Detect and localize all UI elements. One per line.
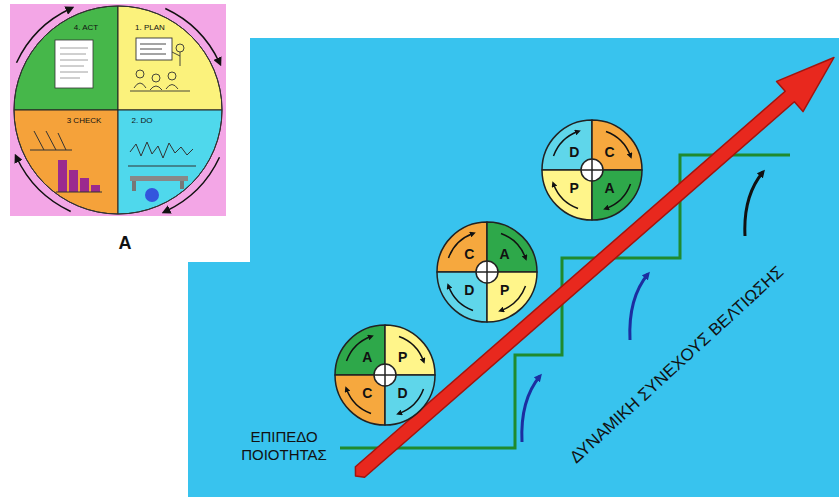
quadrant-label: 2. DO (132, 117, 153, 125)
wheel-letter: C (464, 247, 474, 261)
improvement-arrow (355, 58, 834, 478)
wheel-letter: P (398, 350, 407, 364)
quadrant-label: 1. PLAN (135, 24, 165, 32)
white-frame (0, 0, 250, 262)
wheel-letter: C (605, 145, 615, 159)
pdca-outline (14, 6, 222, 214)
act-document (55, 40, 93, 88)
axis-label: ΕΠΙΠΕΔΟ ΠΟΙΟΤΗΤΑΣ (241, 428, 327, 463)
pdca-quadrant: 2. DO (118, 110, 222, 214)
wheel-letter: A (362, 350, 372, 364)
step-arrow (745, 172, 763, 236)
figure-label: A (119, 234, 132, 252)
step-arrow (630, 274, 648, 340)
wheel-letter: D (569, 145, 579, 159)
step-arrow (522, 376, 540, 442)
label-holder: ΕΠΙΠΕΔΟ ΠΟΙΟΤΗΤΑΣ (232, 428, 336, 464)
label-holder: A (119, 234, 132, 253)
wheel-hub (554, 132, 631, 209)
cycle-arrows (17, 9, 220, 212)
wheel-letter: D (398, 386, 408, 400)
wheel-letter: A (605, 181, 615, 195)
wheel-letter: P (570, 181, 579, 195)
wheel-letter: D (464, 283, 474, 297)
do-chart (128, 142, 196, 166)
plan-meeting (130, 38, 190, 91)
quadrant-label: 4. ACT (74, 24, 98, 32)
check-fishbone (30, 131, 72, 150)
wheel-letter: A (500, 247, 510, 261)
wheel-hub (347, 337, 424, 414)
quadrant-label: 3 CHECK (67, 117, 102, 125)
wheel-letter: C (362, 386, 372, 400)
quadrant-shape (118, 110, 222, 214)
pink-panel (10, 4, 226, 216)
check-histogram (56, 160, 102, 192)
wheel-hub (449, 234, 526, 311)
wheel-letter: P (500, 283, 509, 297)
blue-panel (188, 38, 839, 497)
do-caliper (130, 176, 188, 202)
